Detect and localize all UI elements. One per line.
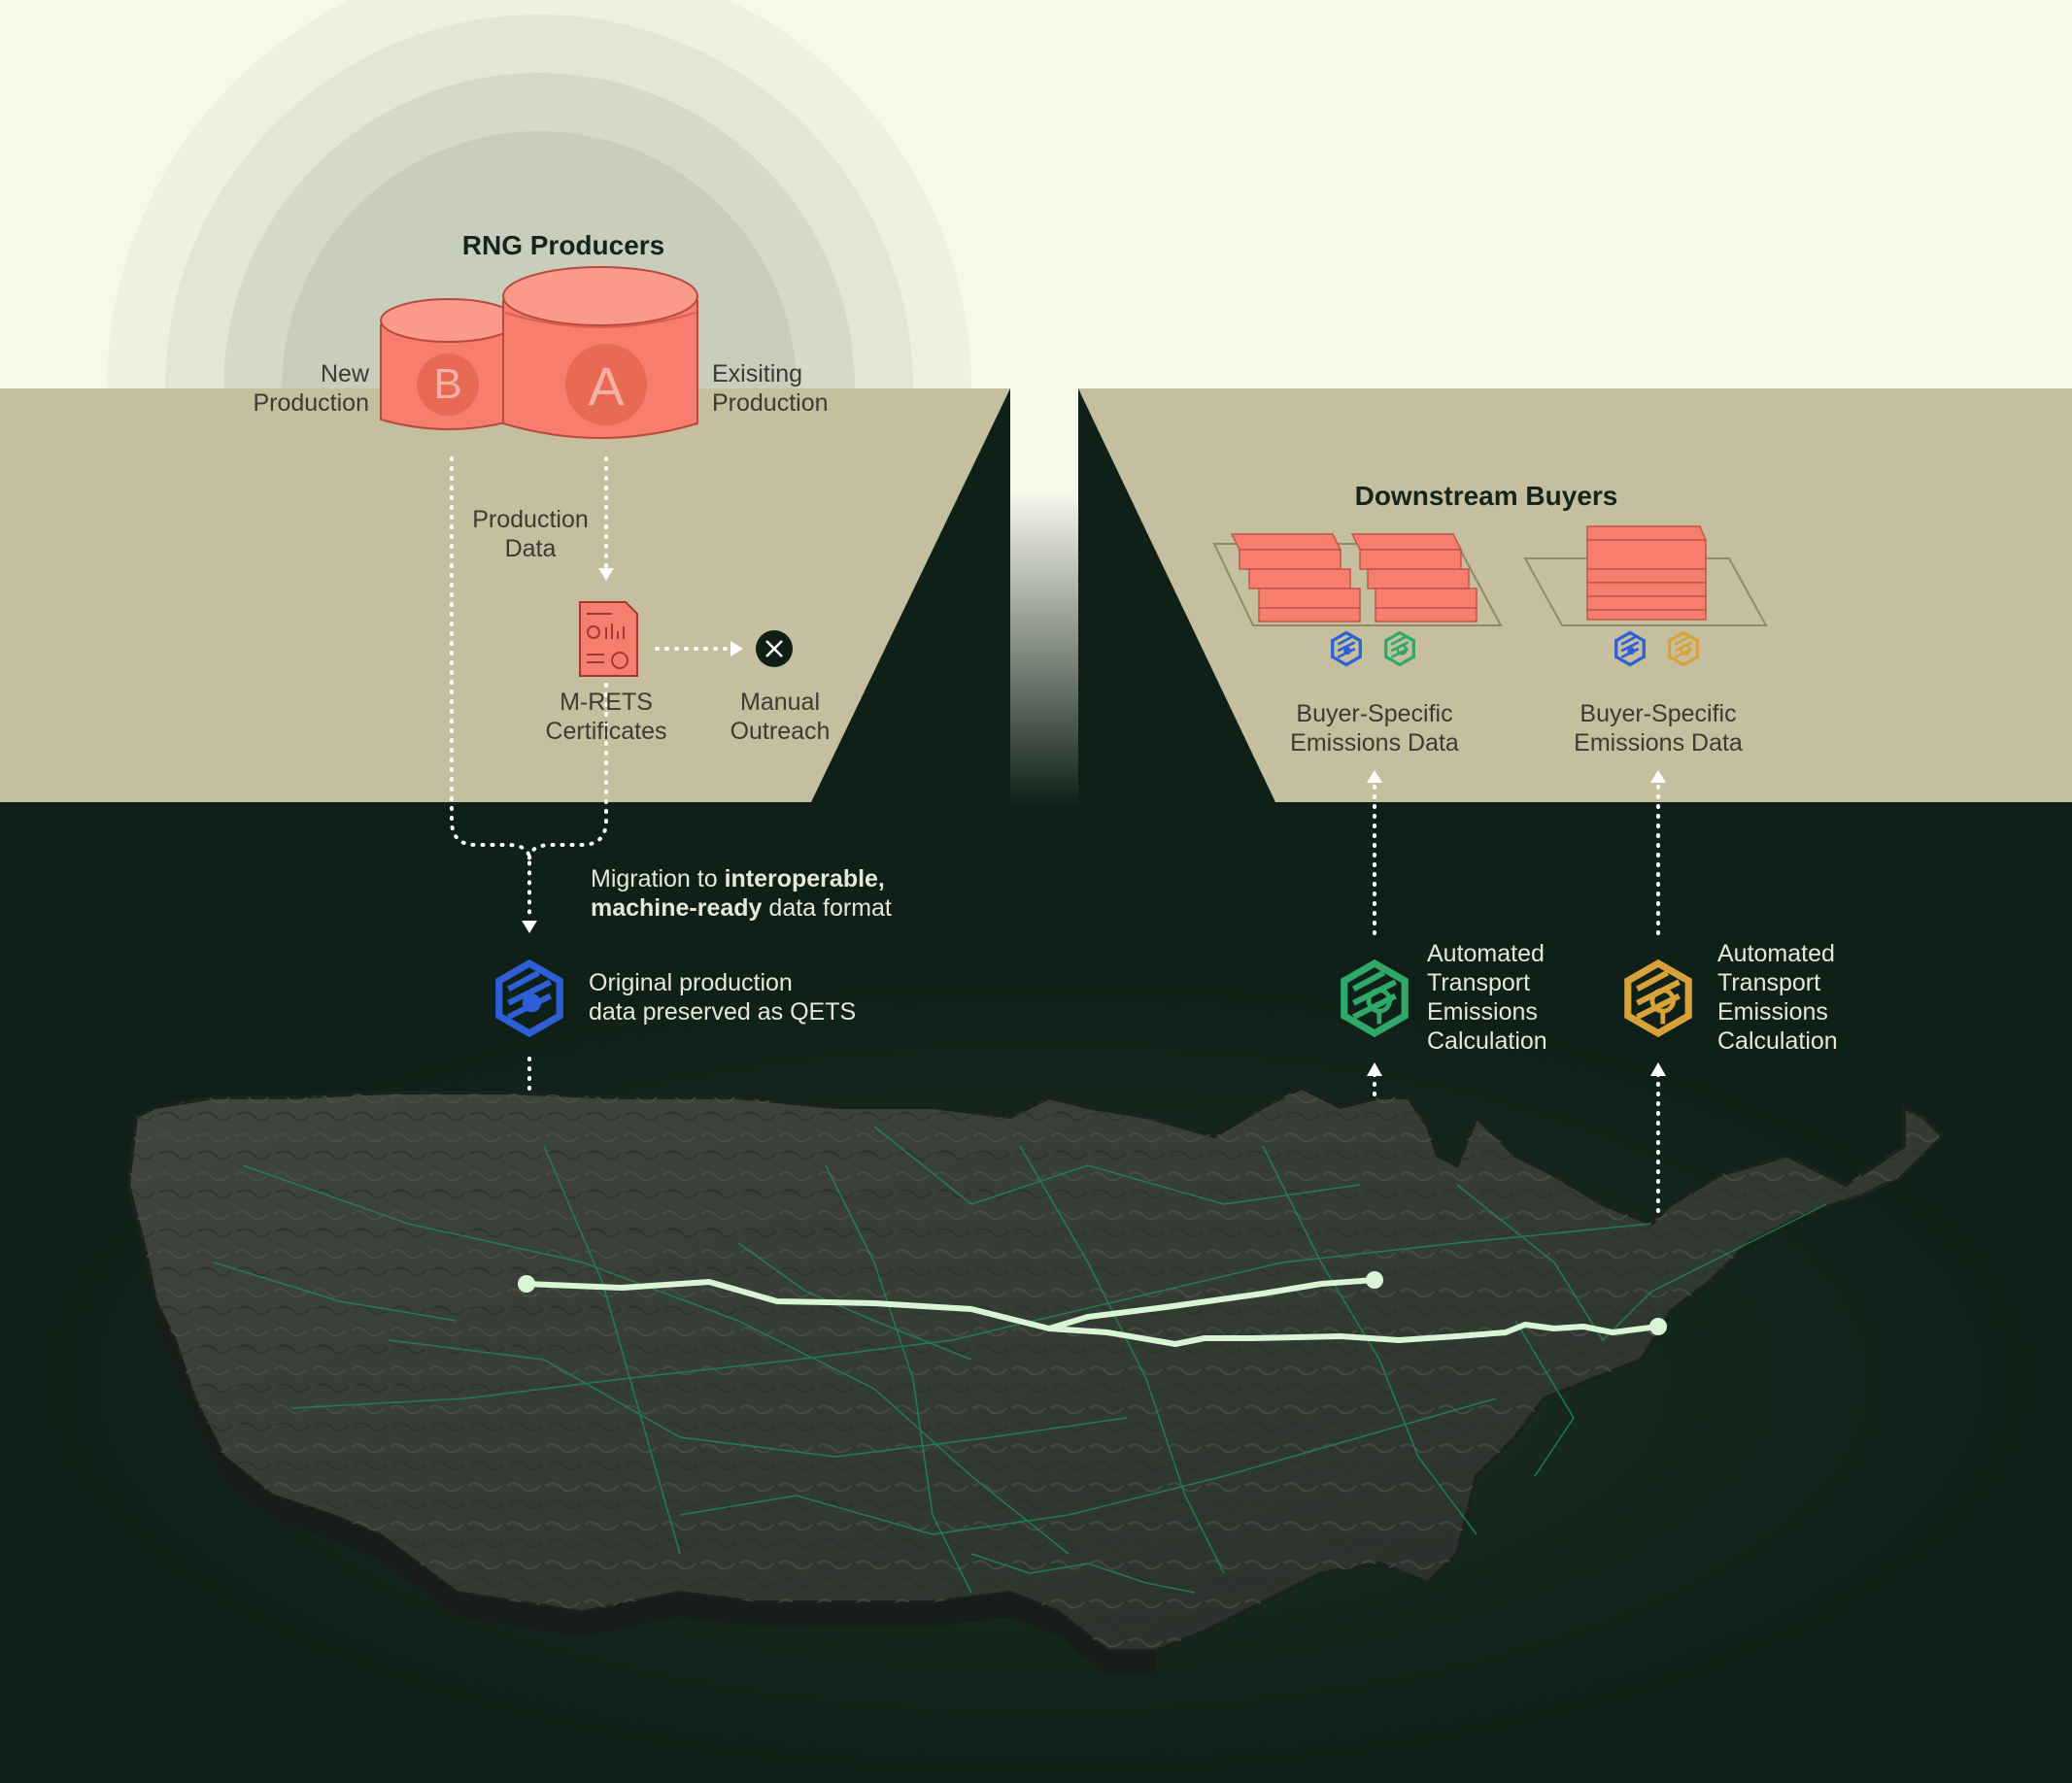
production-data-label: Production Data (472, 506, 589, 562)
buyer-emissions-label-left: Buyer-Specific Emissions Data (1290, 700, 1459, 757)
transport-calculation-label-left: Automated Transport Emissions Calculatio… (1427, 940, 1547, 1055)
rng-producers-title: RNG Producers (461, 230, 665, 260)
transport-routes (524, 1277, 1661, 1347)
buyer-building-left (1212, 533, 1503, 626)
route-endpoints (518, 1271, 1667, 1335)
migration-note: Migration to interoperable, machine-read… (591, 865, 892, 922)
buyer-emissions-label-right: Buyer-Specific Emissions Data (1574, 700, 1743, 757)
pipeline-network (213, 1126, 1827, 1594)
manual-outreach-label: Manual Outreach (730, 689, 831, 745)
certificate-document-icon (579, 601, 638, 677)
tank-a-letter: A (588, 355, 625, 417)
tank-a (502, 266, 698, 439)
qets-note: Original production data preserved as QE… (589, 969, 857, 1026)
tank-b-letter: B (433, 360, 462, 408)
transport-calculation-label-right: Automated Transport Emissions Calculatio… (1717, 940, 1838, 1055)
qets-cube-icon-small-2 (1614, 630, 1646, 667)
new-production-label: New Production (253, 360, 369, 417)
tank-b (380, 298, 518, 430)
transport-cube-icon-small-green (1384, 630, 1415, 667)
producer-ground-panel (0, 388, 1010, 802)
qets-cube-icon-small-1 (1331, 630, 1362, 667)
united-states-relief-map (125, 1085, 1946, 1675)
buyer-ground-panel (1078, 388, 2072, 802)
qets-cube-icon (495, 959, 563, 1038)
existing-production-label: Exisiting Production (712, 360, 829, 417)
downstream-buyers-title: Downstream Buyers (1354, 481, 1618, 511)
buyer-building-right (1523, 525, 1768, 626)
close-x-icon (756, 630, 793, 667)
light-shaft (1010, 388, 1078, 806)
m-rets-certificates-label: M-RETS Certificates (545, 689, 667, 745)
transport-cube-icon-green (1341, 959, 1409, 1038)
transport-cube-icon-small-amber (1668, 630, 1699, 667)
transport-cube-icon-amber (1624, 959, 1692, 1038)
